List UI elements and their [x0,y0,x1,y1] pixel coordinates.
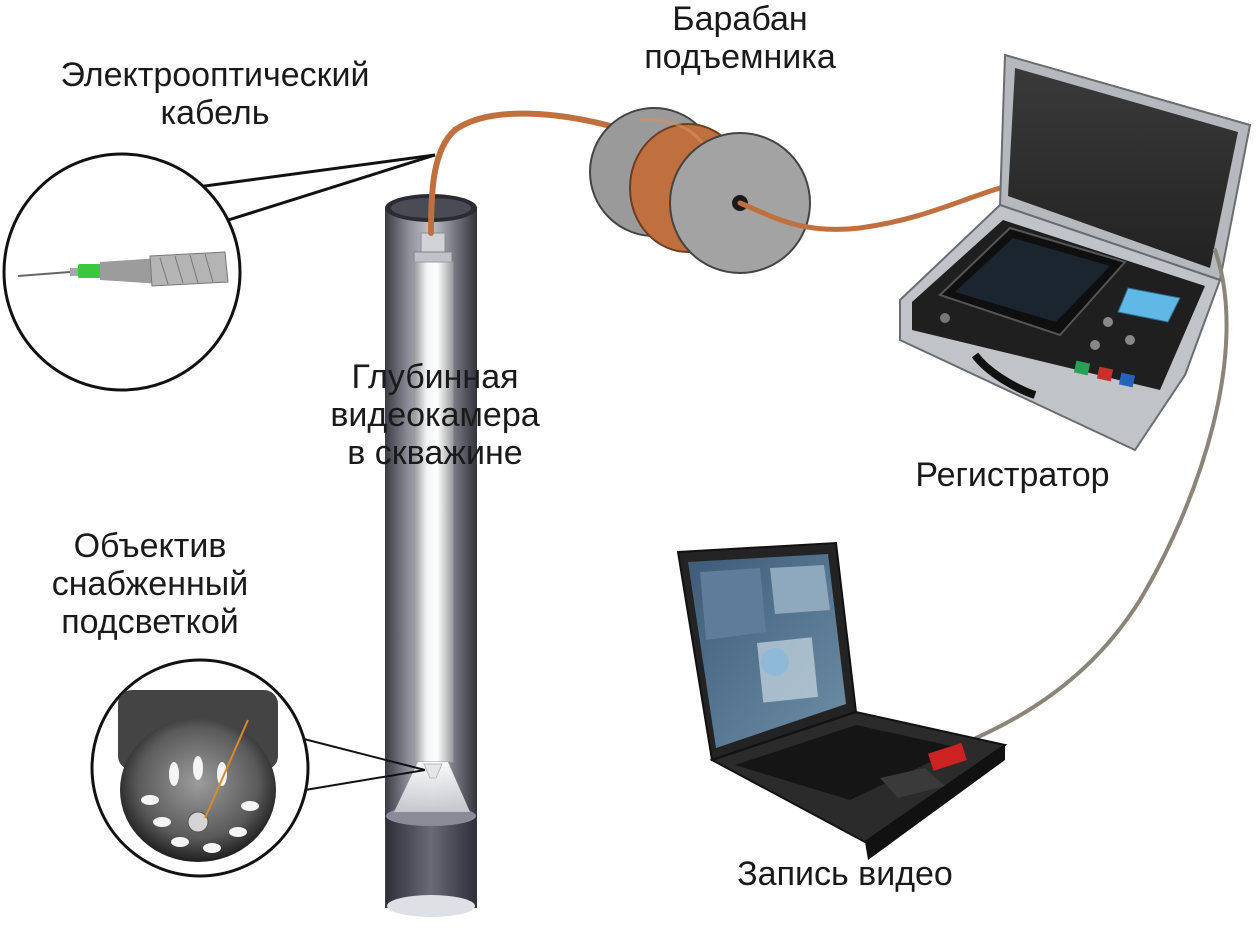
recorder-label-text: Регистратор [915,456,1110,494]
lens-callout [90,658,426,878]
drum-label: Барабан подъемника [620,0,860,76]
video-label-text: Запись видео [737,855,953,893]
lens-label-line1: Объектив [73,527,227,565]
camera-label-line1: Глубинная [351,358,519,396]
cable-label-line2: кабель [160,94,270,132]
electro-optical-cable-line [428,110,621,236]
cable-label: Электрооптический кабель [30,56,400,132]
winch-drum [589,107,811,274]
lens-label-line3: подсветкой [61,603,239,641]
drum-to-recorder-cable [737,185,1003,232]
cable-label-line1: Электрооптический [60,56,370,94]
lens-label-line2: снабженный [51,565,249,603]
video-label: Запись видео [700,855,990,893]
cable-callout [2,152,436,392]
drum-label-line2: подъемника [644,38,836,76]
recorder-case [899,53,1252,452]
camera-label: Глубинная видеокамера в скважине [300,358,570,472]
camera-label-line2: видеокамера [330,396,540,434]
recorder-to-laptop-cable [958,248,1229,747]
laptop [676,541,1008,860]
downhole-camera [394,232,470,812]
lens-label: Объектив снабженный подсветкой [30,527,270,641]
recorder-label: Регистратор [890,456,1135,494]
camera-label-line3: в скважине [347,434,523,472]
drum-label-line1: Барабан [672,0,808,38]
